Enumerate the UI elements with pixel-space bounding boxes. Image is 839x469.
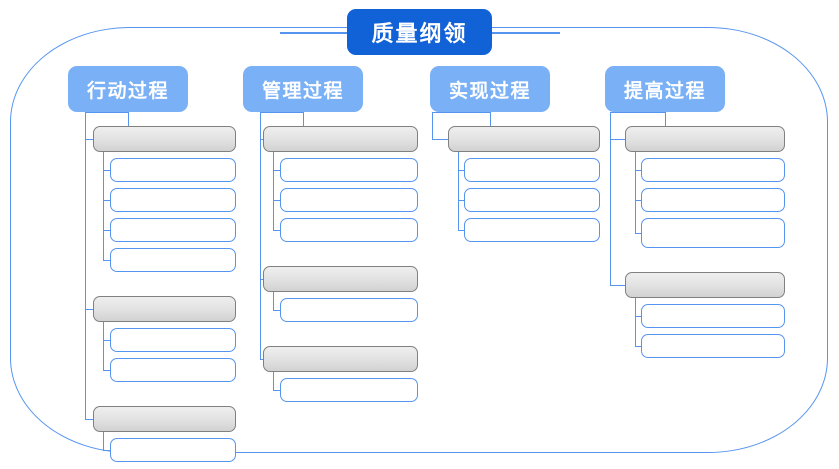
- leaf-stub-3-1-2: [458, 200, 464, 202]
- child-trunk-2-2: [273, 292, 275, 310]
- leaf-box-4-2-1[interactable]: [641, 304, 785, 328]
- leaf-stub-1-1-4: [103, 260, 110, 262]
- child-trunk-2-3: [273, 372, 275, 390]
- leaf-box-1-3-1[interactable]: [110, 438, 236, 462]
- group-box-2-2[interactable]: [263, 266, 418, 292]
- header-bridge-1: [85, 112, 128, 114]
- leaf-box-3-1-1[interactable]: [464, 158, 600, 182]
- group-stub-4-2: [610, 285, 625, 287]
- header-bridge-2: [260, 112, 303, 114]
- leaf-stub-3-1-3: [458, 230, 464, 232]
- group-stub-2-3: [260, 359, 263, 361]
- leaf-box-4-1-1[interactable]: [641, 158, 785, 182]
- leaf-box-2-3-1[interactable]: [280, 378, 418, 402]
- group-box-1-3[interactable]: [93, 406, 236, 432]
- leaf-box-3-1-2[interactable]: [464, 188, 600, 212]
- leaf-box-1-1-2[interactable]: [110, 188, 236, 212]
- group-box-1-2[interactable]: [93, 296, 236, 322]
- group-box-4-2[interactable]: [625, 272, 785, 298]
- leaf-stub-4-1-1: [635, 170, 641, 172]
- child-trunk-4-2: [635, 298, 637, 346]
- leaf-stub-1-1-1: [103, 170, 110, 172]
- leaf-box-4-2-2[interactable]: [641, 334, 785, 358]
- child-trunk-1-2: [103, 322, 105, 370]
- group-box-1-1[interactable]: [93, 126, 236, 152]
- leaf-stub-1-1-3: [103, 230, 110, 232]
- column-header-4[interactable]: 提高过程: [605, 66, 725, 112]
- leaf-box-1-2-2[interactable]: [110, 358, 236, 382]
- leaf-stub-2-3-1: [273, 390, 280, 392]
- leaf-stub-2-1-1: [273, 170, 280, 172]
- group-box-4-1[interactable]: [625, 126, 785, 152]
- group-stub-1-1: [85, 139, 93, 141]
- group-stub-4-1: [610, 139, 625, 141]
- leaf-stub-2-2-1: [273, 310, 280, 312]
- header-bridge-4: [610, 112, 665, 114]
- leaf-box-3-1-3[interactable]: [464, 218, 600, 242]
- group-stub-1-2: [85, 309, 93, 311]
- title-connector-right: [480, 32, 560, 34]
- diagram-title: 质量纲领: [347, 9, 492, 55]
- child-trunk-1-1: [103, 152, 105, 260]
- leaf-box-1-1-3[interactable]: [110, 218, 236, 242]
- group-box-2-3[interactable]: [263, 346, 418, 372]
- leaf-box-1-1-1[interactable]: [110, 158, 236, 182]
- leaf-stub-2-1-3: [273, 230, 280, 232]
- group-stub-2-2: [260, 279, 263, 281]
- column-trunk-3: [432, 112, 434, 139]
- child-trunk-1-3: [103, 432, 105, 450]
- leaf-box-2-1-2[interactable]: [280, 188, 418, 212]
- leaf-box-2-1-1[interactable]: [280, 158, 418, 182]
- header-stem-4: [665, 112, 667, 126]
- leaf-box-1-1-4[interactable]: [110, 248, 236, 272]
- leaf-box-2-2-1[interactable]: [280, 298, 418, 322]
- leaf-stub-4-1-2: [635, 200, 641, 202]
- title-connector-left: [280, 32, 360, 34]
- column-header-1[interactable]: 行动过程: [68, 66, 188, 112]
- group-box-2-1[interactable]: [263, 126, 418, 152]
- column-trunk-2: [260, 112, 262, 359]
- header-stem-2: [303, 112, 305, 126]
- leaf-stub-1-3-1: [103, 450, 110, 452]
- group-box-3-1[interactable]: [448, 126, 600, 152]
- column-header-3[interactable]: 实现过程: [430, 66, 550, 112]
- leaf-box-4-1-3[interactable]: [641, 218, 785, 248]
- header-stem-1: [128, 112, 130, 126]
- child-trunk-2-1: [273, 152, 275, 230]
- leaf-stub-1-2-2: [103, 370, 110, 372]
- column-trunk-4: [610, 112, 612, 285]
- header-stem-3: [490, 112, 492, 126]
- group-stub-3-1: [432, 139, 448, 141]
- leaf-stub-4-1-3: [635, 233, 641, 235]
- leaf-stub-2-1-2: [273, 200, 280, 202]
- leaf-stub-1-1-2: [103, 200, 110, 202]
- leaf-stub-4-2-2: [635, 346, 641, 348]
- leaf-box-2-1-3[interactable]: [280, 218, 418, 242]
- column-header-2[interactable]: 管理过程: [243, 66, 363, 112]
- child-trunk-3-1: [458, 152, 460, 230]
- leaf-stub-4-2-1: [635, 316, 641, 318]
- group-stub-2-1: [260, 139, 263, 141]
- leaf-box-4-1-2[interactable]: [641, 188, 785, 212]
- leaf-stub-3-1-1: [458, 170, 464, 172]
- child-trunk-4-1: [635, 152, 637, 233]
- group-stub-1-3: [85, 419, 93, 421]
- leaf-stub-1-2-1: [103, 340, 110, 342]
- leaf-box-1-2-1[interactable]: [110, 328, 236, 352]
- header-bridge-3: [432, 112, 490, 114]
- column-trunk-1: [85, 112, 87, 419]
